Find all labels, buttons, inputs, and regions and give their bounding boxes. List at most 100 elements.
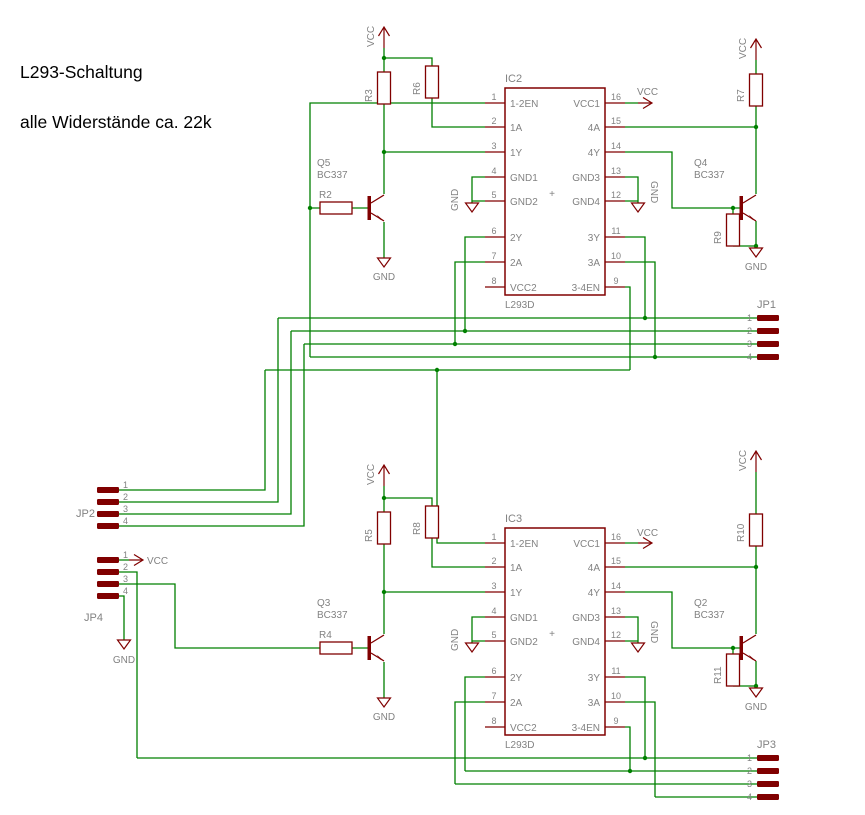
pin-name: 2A	[510, 698, 523, 709]
vcc-arrow-icon	[377, 464, 391, 487]
wire-net	[119, 48, 757, 798]
pin-name: 3-4EN	[572, 283, 600, 294]
resistor-r6	[424, 65, 440, 99]
gnd-arrow-icon	[376, 697, 392, 708]
gnd-arrow-icon	[748, 687, 764, 698]
vcc-arrow-icon	[637, 536, 653, 550]
ic2-ref: IC2	[505, 73, 522, 85]
pin-number: 5	[491, 190, 496, 200]
ic3-ref: IC3	[505, 513, 522, 525]
resistor-label: R6	[412, 82, 423, 95]
connector-pad	[757, 341, 779, 347]
resistor-r9	[725, 213, 741, 247]
connector-pin-number: 1	[123, 550, 128, 560]
pin-name: VCC1	[573, 539, 600, 550]
connector-pad	[97, 499, 119, 505]
pin-number: 8	[491, 276, 496, 286]
vcc-arrow-icon	[637, 96, 653, 110]
gnd-label: GND	[373, 712, 395, 723]
pin-name: VCC2	[510, 283, 537, 294]
connector-pad	[757, 794, 779, 800]
ic3: IC3 L293D + 1-2EN 1A 1Y GND1 GND2 2Y 2A …	[485, 513, 625, 751]
gnd-label: GND	[113, 655, 135, 666]
resistor-label: R9	[713, 231, 724, 244]
connector-pin-number: 4	[123, 586, 128, 596]
connector-ref: JP2	[76, 508, 95, 520]
gnd-arrow-icon	[630, 642, 646, 653]
schematic-title: L293-Schaltung	[20, 62, 143, 82]
ic2-body	[504, 87, 606, 296]
pin-number: 10	[611, 691, 621, 701]
pin-name: GND4	[572, 637, 600, 648]
junction-dots	[307, 55, 759, 774]
pin-number: 15	[611, 116, 621, 126]
ic2: IC2 L293D + 1-2EN 1A 1Y GND1 GND2 2Y 2A …	[485, 73, 625, 311]
pin-name: 2Y	[510, 673, 523, 684]
connector-ref: JP3	[757, 739, 776, 751]
pin-name: 1-2EN	[510, 539, 538, 550]
transistor-value: BC337	[694, 610, 725, 621]
transistor-value: BC337	[694, 170, 725, 181]
connector-pin-number: 4	[123, 516, 128, 526]
connector-pin-number: 3	[747, 779, 752, 789]
connector-pin-number: 3	[747, 339, 752, 349]
transistor-q4-symbol	[738, 194, 757, 222]
connector-pad	[757, 755, 779, 761]
pin-number: 16	[611, 92, 621, 102]
gnd-label: GND	[450, 629, 461, 651]
vcc-label: VCC	[637, 87, 658, 98]
gnd-arrow-icon	[748, 247, 764, 258]
connector-jp3: JP3 1 2 3 4	[747, 739, 779, 802]
connector-jp1: JP1 1 2 3 4	[747, 299, 779, 362]
transistor-q3-symbol	[366, 634, 385, 662]
resistors: R3 R6 R7 R9 R2 R5 R8 R10 R11 R4	[319, 65, 764, 687]
pin-number: 3	[491, 141, 496, 151]
resistor-label: R2	[319, 190, 332, 201]
transistor-ref: Q4	[694, 158, 708, 169]
connector-pin-number: 1	[747, 753, 752, 763]
pin-number: 5	[491, 630, 496, 640]
resistor-label: R3	[364, 89, 375, 102]
pin-number: 15	[611, 556, 621, 566]
connector-pad	[97, 593, 119, 599]
pin-name: GND4	[572, 197, 600, 208]
connector-pin-number: 1	[123, 480, 128, 490]
pin-number: 8	[491, 716, 496, 726]
vcc-arrow-icon	[377, 26, 391, 49]
transistor-ref: Q2	[694, 598, 708, 609]
connector-pad	[97, 557, 119, 563]
pin-name: 4Y	[588, 148, 601, 159]
ic2-pin-stubs	[485, 102, 625, 288]
connector-pin-number: 3	[123, 504, 128, 514]
pin-name: GND1	[510, 613, 538, 624]
connector-pad	[97, 569, 119, 575]
gnd-label: GND	[745, 702, 767, 713]
pin-number: 13	[611, 606, 621, 616]
gnd-arrow-icon	[464, 642, 480, 653]
vcc-label: VCC	[366, 464, 377, 485]
connector-pin-number: 2	[747, 766, 752, 776]
resistor-r4	[319, 641, 353, 655]
pin-name: 4A	[588, 123, 601, 134]
resistor-r5	[376, 511, 392, 545]
pin-name: 1-2EN	[510, 99, 538, 110]
ic2-value: L293D	[505, 300, 534, 311]
vcc-label: VCC	[637, 528, 658, 539]
pin-name: GND3	[572, 613, 600, 624]
pin-name: 3A	[588, 258, 601, 269]
connector-pad	[757, 781, 779, 787]
pin-number: 4	[491, 166, 496, 176]
connector-pin-number: 3	[123, 574, 128, 584]
pin-number: 11	[611, 666, 620, 676]
connector-pin-number: 2	[123, 562, 128, 572]
pin-name: 3-4EN	[572, 723, 600, 734]
pin-name: 1A	[510, 123, 523, 134]
vcc-label: VCC	[738, 38, 749, 59]
gnd-label: GND	[450, 189, 461, 211]
ic3-plus: +	[549, 629, 555, 640]
gnd-label: GND	[648, 621, 659, 643]
connector-pin-number: 2	[747, 326, 752, 336]
pin-number: 9	[613, 716, 618, 726]
pin-number: 16	[611, 532, 621, 542]
